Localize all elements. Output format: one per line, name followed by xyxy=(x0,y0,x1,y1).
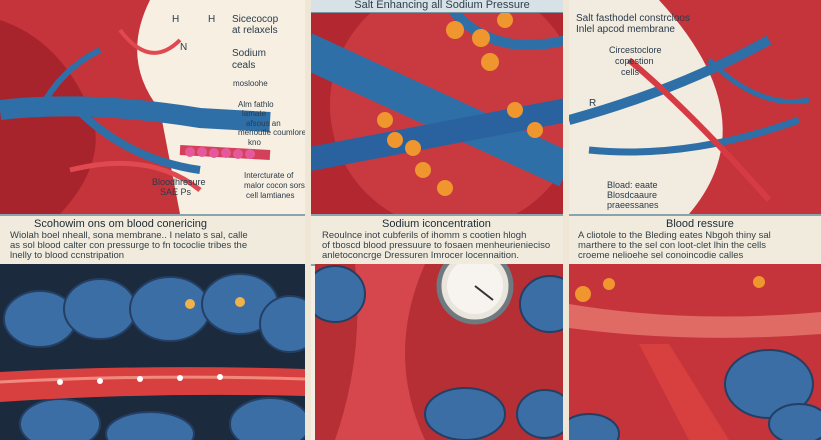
label-sae-ps: SAE Ps xyxy=(160,187,192,197)
label-lamate: lamate xyxy=(242,109,267,118)
label-salt-fasthodel: Salt fasthodel constrcloos xyxy=(576,13,690,24)
label-malor: malor cocon sors xyxy=(244,181,305,190)
panel-bottom-center-illustration xyxy=(315,264,563,440)
panel-top-right-illustration: Salt fasthodel constrcloos Inlel apcod m… xyxy=(569,0,821,214)
label-inlel-apcod: Inlel apcod membrane xyxy=(576,24,675,35)
caption-line-2-1: Reoulnce inot cubferils of ihomm s cooti… xyxy=(322,230,527,241)
caption-title-1: Scohowim ons om blood conericing xyxy=(34,218,208,230)
caption-line-3-2: marthere to the sel con loot-clet lhin t… xyxy=(578,240,766,251)
label-circestoclore: Circestoclore xyxy=(609,45,662,55)
caption-title-3: Blood ressure xyxy=(666,218,734,230)
label-menoutle: menoutle coumlore xyxy=(238,128,305,137)
label-sicecocop: Sicecocop xyxy=(232,14,279,25)
vessel-network-illustration xyxy=(569,0,821,214)
gauge-illustration xyxy=(315,264,563,440)
label-mosloohe: mosloohe xyxy=(233,79,268,88)
caption-line-1-2: as sol blood calter con pressurge to fn … xyxy=(10,240,248,251)
panel-bottom-left-illustration xyxy=(0,264,305,440)
label-ceals: ceals xyxy=(232,60,256,71)
caption-line-1-3: lnelly to blood ccnstripation xyxy=(10,250,125,261)
label-bloodhresure: Bloodhresure xyxy=(152,177,206,187)
label-sodium: Sodium xyxy=(232,48,266,59)
label-relaxels: at relaxels xyxy=(232,25,278,36)
label-praeessanes: praeessanes xyxy=(607,200,659,210)
divider-left xyxy=(305,0,311,440)
label-cells: cells xyxy=(621,67,640,77)
label-cell-lamtianes: cell lamtianes xyxy=(246,191,295,200)
panel-top-center-illustration: Salt Enhancing all Sodium Pressure xyxy=(305,0,567,214)
label-alm-fathlo: Alm fathlo xyxy=(238,100,274,109)
caption-line-1-1: Wiolah boel nheall, sona membrane.. I ne… xyxy=(10,230,248,241)
caption-line-3-1: A cliotole to the Bleding eates Nbgoh th… xyxy=(578,230,771,241)
caption-line-3-3: croeme nelioehe sel conoincodie calles xyxy=(578,250,744,261)
membrane-illustration xyxy=(569,264,821,440)
header-title: Salt Enhancing all Sodium Pressure xyxy=(310,0,567,13)
label-r: R xyxy=(589,98,597,109)
cells-illustration xyxy=(0,264,305,440)
vessels-illustration xyxy=(0,0,305,214)
label-h-1: H xyxy=(172,14,180,25)
label-blosdcaaure: Blosdcaaure xyxy=(607,190,658,200)
label-copestion: copestion xyxy=(615,56,654,66)
panel-top-left-illustration: H H Sicecocop at relaxels N Sodium ceals… xyxy=(0,0,305,214)
artery-illustration xyxy=(305,0,567,214)
divider-right xyxy=(563,0,569,440)
label-intercturate: Intercturate of xyxy=(244,171,294,180)
caption-banner: Scohowim ons om blood conericing Wiolah … xyxy=(0,214,821,266)
label-n: N xyxy=(180,42,188,53)
panel-bottom-right-illustration xyxy=(569,264,821,440)
label-bload-eaate: Bload: eaate xyxy=(607,180,658,190)
caption-line-2-3: anletoconcrge Dressuren Imrocer locennai… xyxy=(322,250,519,261)
label-h-2: H xyxy=(208,14,216,25)
label-afsous: afsous an xyxy=(246,119,281,128)
caption-title-2: Sodium iconcentration xyxy=(382,218,491,230)
caption-line-2-2: of tboscd blood pressuure to fosaen menh… xyxy=(322,240,551,251)
label-kno: kno xyxy=(248,138,261,147)
